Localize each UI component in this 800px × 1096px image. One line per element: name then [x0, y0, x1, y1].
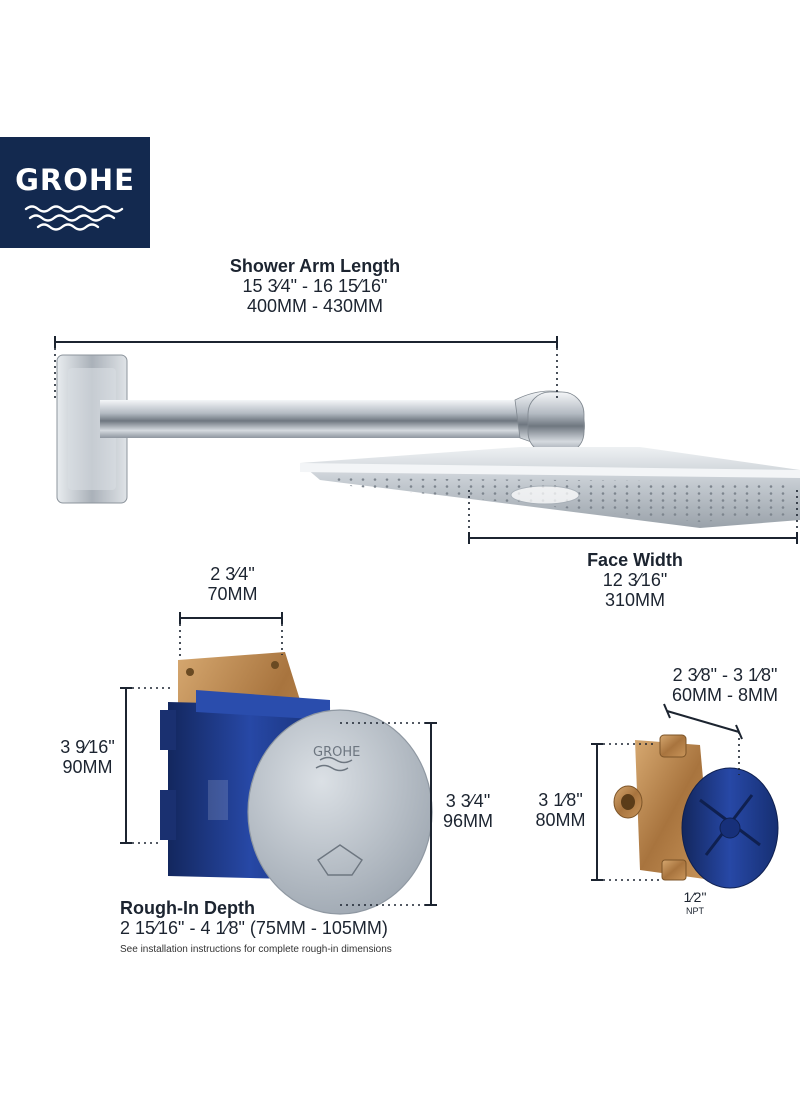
face-width-metric: 310MM — [604, 590, 666, 611]
svg-text:GROHE: GROHE — [313, 745, 360, 760]
waves-icon — [24, 205, 124, 231]
small-valve-height-label: 3 1⁄8" 80MM — [528, 790, 593, 830]
shower-arm-length-imperial: 15 3⁄4" - 16 15⁄16" — [242, 276, 388, 297]
valve-height-imperial: 3 9⁄16" — [60, 737, 115, 757]
shower-arm-length-title: Shower Arm Length — [229, 256, 401, 276]
face-width-label: Face Width 12 3⁄16" 310MM — [555, 550, 715, 610]
shower-arm-length-label: Shower Arm Length 15 3⁄4" - 16 15⁄16" 40… — [190, 256, 440, 316]
small-valve-width-metric: 60MM - 8MM — [671, 685, 778, 706]
small-valve-height-metric: 80MM — [535, 810, 586, 831]
rough-in-note: See installation instructions for comple… — [120, 944, 392, 956]
small-valve-height-imperial: 3 1⁄8" — [538, 790, 583, 810]
small-valve-width-label: 2 3⁄8" - 3 1⁄8" 60MM - 8MM — [655, 665, 795, 705]
valve-height-label: 3 9⁄16" 90MM — [50, 737, 125, 777]
grohe-logo: GROHE — [0, 137, 150, 248]
cover-height-label: 3 3⁄4" 96MM — [433, 791, 503, 831]
shower-arm-length-metric: 400MM - 430MM — [246, 296, 384, 317]
rough-in-valve-icon — [613, 734, 779, 889]
npt-text: NPT — [686, 905, 704, 916]
valve-height-metric: 90MM — [62, 757, 113, 778]
valve-width-imperial: 2 3⁄4" — [210, 564, 255, 584]
cover-height-metric: 96MM — [442, 811, 493, 832]
face-width-imperial: 12 3⁄16" — [602, 570, 668, 591]
npt-label: 1⁄2" NPT — [675, 889, 715, 916]
rough-in-depth-title: Rough-In Depth — [120, 898, 255, 918]
rough-in-depth-label: Rough-In Depth 2 15⁄16" - 4 1⁄8" (75MM -… — [120, 898, 460, 956]
face-width-title: Face Width — [587, 550, 683, 570]
small-valve-width-imperial: 2 3⁄8" - 3 1⁄8" — [672, 665, 778, 685]
shower-arm-icon — [56, 354, 585, 504]
logo-text: GROHE — [15, 163, 135, 197]
dimension-lines — [54, 336, 798, 906]
rough-in-depth-dims: 2 15⁄16" - 4 1⁄8" (75MM - 105MM) — [120, 918, 388, 939]
npt-size: 1⁄2" — [683, 889, 707, 905]
valve-width-metric: 70MM — [207, 584, 258, 605]
valve-width-label: 2 3⁄4" 70MM — [185, 564, 280, 604]
cover-height-imperial: 3 3⁄4" — [445, 791, 491, 811]
shower-head-icon — [300, 447, 800, 528]
thermostatic-valve-icon: GROHE — [160, 652, 433, 915]
